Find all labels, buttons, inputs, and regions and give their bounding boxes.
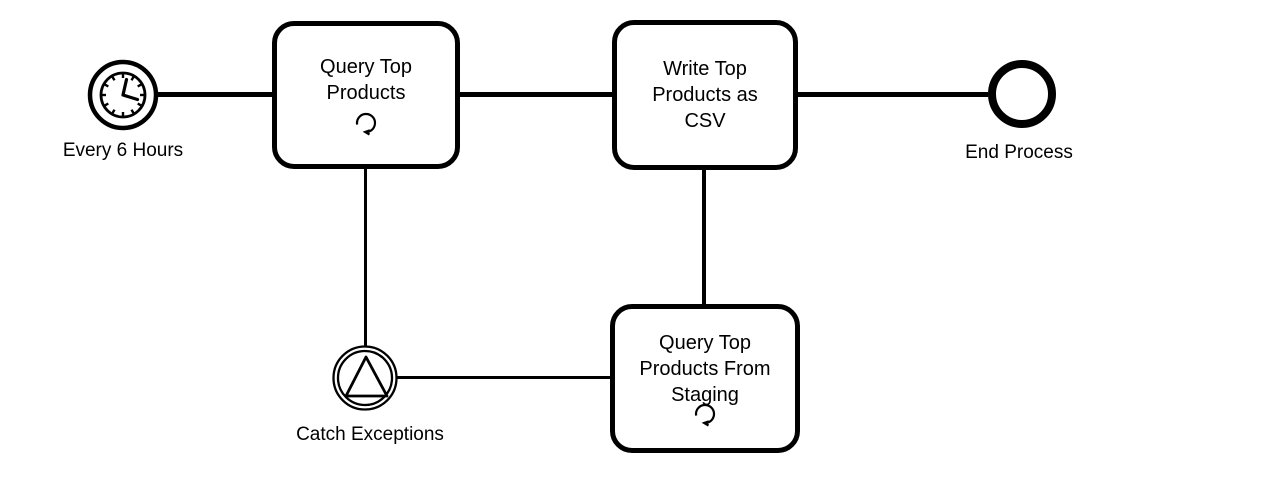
task-label-line: CSV <box>684 110 726 132</box>
clock-icon <box>87 59 159 131</box>
task-write-top-products-as-csv[interactable]: Write Top Products as CSV <box>612 20 798 170</box>
sequence-flow-start-to-query <box>156 92 272 97</box>
sequence-flow-query-to-write <box>460 92 612 97</box>
task-label-line: Query Top <box>320 56 412 78</box>
task-label-line: Products From <box>639 358 771 380</box>
sequence-flow-staging-to-write <box>702 170 706 304</box>
timer-start-event[interactable] <box>86 58 160 132</box>
task-label-line: Products <box>326 82 406 104</box>
task-label-line: Staging <box>671 384 739 406</box>
loop-marker-icon <box>355 112 377 136</box>
task-label-line: Products as <box>652 84 758 106</box>
catch-exceptions-event[interactable] <box>330 343 400 413</box>
task-label-line: Query Top <box>659 332 751 354</box>
catch-exceptions-label: Catch Exceptions <box>296 424 444 445</box>
triangle-icon <box>332 345 398 411</box>
end-event-label: End Process <box>965 142 1073 163</box>
task-query-top-products-from-staging[interactable]: Query Top Products From Staging <box>610 304 800 453</box>
task-query-top-products[interactable]: Query Top Products <box>272 21 460 169</box>
sequence-flow-write-to-end <box>798 92 988 97</box>
loop-marker-icon <box>694 403 716 427</box>
sequence-flow-query-to-catch <box>364 169 367 346</box>
timer-start-event-label: Every 6 Hours <box>62 140 184 161</box>
sequence-flow-catch-to-staging <box>397 376 610 379</box>
end-event[interactable] <box>988 60 1056 128</box>
task-label-line: Write Top <box>663 58 747 80</box>
